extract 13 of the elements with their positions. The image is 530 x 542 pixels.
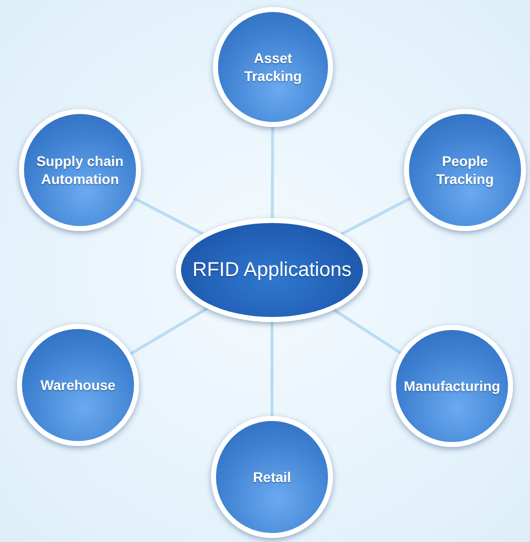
node-label: Retail [252,468,292,486]
connector-line [133,196,204,236]
connector-line [270,322,274,416]
node-label: Manufacturing [402,376,502,396]
connector-line [332,308,402,354]
node-label: Supply chain Automation [35,152,125,188]
connector-line [340,196,412,236]
node-label: RFID Applications [192,258,352,283]
node-label: Warehouse [40,376,116,394]
node-label: People Tracking [435,152,495,188]
connector-line [270,126,274,218]
node-label: Asset Tracking [243,48,303,86]
connector-line [130,307,208,356]
